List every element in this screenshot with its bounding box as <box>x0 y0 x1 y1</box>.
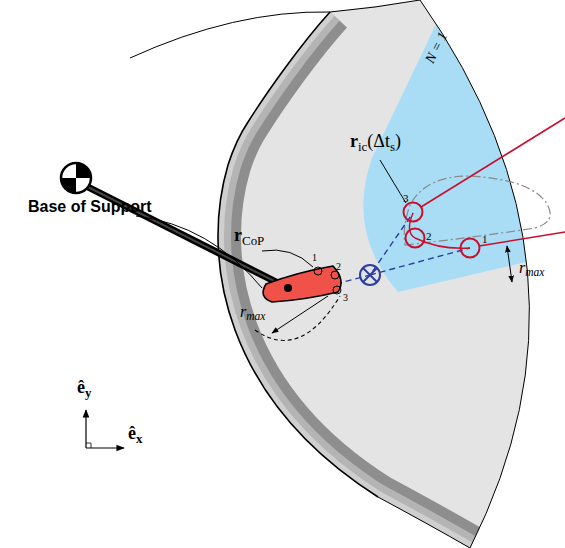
outer-arc <box>378 497 470 548</box>
dimension-label: rmax <box>240 303 265 323</box>
leader-line <box>380 160 406 203</box>
outer-arc <box>420 0 529 548</box>
axis-label: êx <box>128 424 142 446</box>
capture-region <box>363 0 565 292</box>
icp-symbol <box>360 265 380 285</box>
leader-line <box>262 250 313 267</box>
cop-point <box>331 271 339 279</box>
icp-set-outline <box>404 176 550 245</box>
callout-number: 1 <box>312 252 317 263</box>
vector-label: ric(Δts) <box>350 132 401 154</box>
ankle-dot <box>284 284 292 292</box>
capture-line <box>479 232 565 246</box>
icp-point <box>406 229 425 248</box>
callout-number: 3 <box>343 292 348 303</box>
callout-number: 3 <box>403 192 409 204</box>
rmax-arrow <box>507 246 512 282</box>
icp-projection <box>370 248 470 275</box>
axis-label: êy <box>77 378 91 400</box>
com-symbol <box>61 163 91 193</box>
capture-line <box>421 118 565 207</box>
callout-number: 1 <box>482 233 488 245</box>
cop-point <box>314 267 322 275</box>
region-label: N = 1 <box>422 30 450 66</box>
callout-number: 2 <box>426 230 432 242</box>
dimension-label: rmax <box>519 259 544 279</box>
axes <box>86 410 124 448</box>
outer-arc <box>130 0 420 58</box>
part-label: Base of Support <box>28 198 152 216</box>
callout-number: 2 <box>336 261 341 272</box>
vector-label: rCoP <box>234 226 264 248</box>
region-outline <box>218 12 378 497</box>
leader-line <box>136 216 262 288</box>
icp-point <box>461 239 480 258</box>
cop-point <box>333 286 341 294</box>
base-of-support <box>263 266 341 302</box>
icp-point <box>404 203 423 222</box>
cop-range <box>255 296 340 340</box>
